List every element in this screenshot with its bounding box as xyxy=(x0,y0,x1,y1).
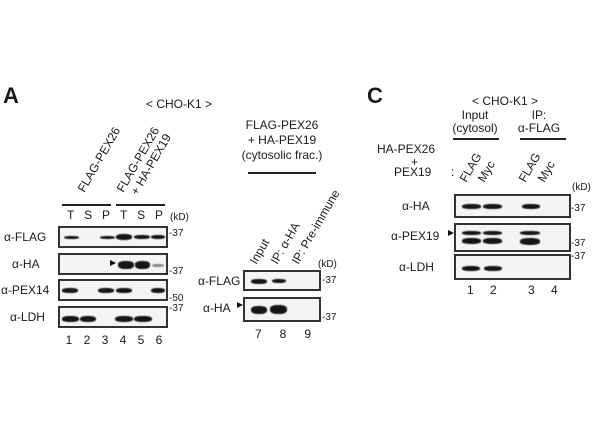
panel-b-row-label-ha: α-HA xyxy=(203,301,231,315)
panel-b-marker-ha: -37 xyxy=(322,312,337,323)
panel-b-title-bar xyxy=(248,172,316,174)
panel-a-letter: A xyxy=(3,83,19,108)
lower-band-arrow-icon xyxy=(236,308,243,316)
panel-c-marker-ldh: -37 xyxy=(571,251,586,262)
lane-number: 1 xyxy=(65,333,73,347)
panel-c-condition-line1: HA-PEX26 xyxy=(377,142,436,156)
panel-b-marker-flag: -37 xyxy=(322,275,337,286)
panel-a-row-label-pex14: α-PEX14 xyxy=(1,283,50,297)
panel-a-cell-line: < CHO-K1 > xyxy=(146,97,213,111)
panel-a-lane-numbers: 1 2 3 4 5 6 xyxy=(60,333,168,347)
panel-c-group1-line1: Input xyxy=(461,108,489,122)
panel-a-kd-label: (kD) xyxy=(170,212,189,223)
panel-a-marker-flag: -37 xyxy=(169,228,184,239)
blot-c-pex19 xyxy=(454,223,571,252)
upper-band-arrow-icon xyxy=(237,302,243,308)
blot-b-ha xyxy=(243,297,321,322)
lane-number: 5 xyxy=(137,333,145,347)
panel-c-row-label-ldh: α-LDH xyxy=(399,260,434,274)
panel-c-condition-line2: + xyxy=(411,155,419,169)
panel-a-row-label-ha: α-HA xyxy=(12,257,40,271)
blot-b-flag xyxy=(243,270,321,291)
lane-number: 3 xyxy=(528,283,535,297)
panel-a-group2-bar xyxy=(116,204,165,206)
panel-b-title-line2: + HA-PEX19 xyxy=(247,133,317,147)
lane-number: 1 xyxy=(467,283,474,297)
panel-b-col-input: Input xyxy=(246,236,273,267)
panel-c-condition-colon: : xyxy=(451,165,455,179)
fraction-label: P xyxy=(155,208,164,222)
panel-c-row-label-pex19: α-PEX19 xyxy=(391,229,440,243)
panel-c-cell-line: < CHO-K1 > xyxy=(471,94,539,108)
fraction-label: T xyxy=(119,208,128,222)
panel-a-marker-ldh: -37 xyxy=(169,303,184,314)
lane-number: 9 xyxy=(304,327,311,341)
blot-c-ldh xyxy=(454,254,571,280)
upper-band-arrow-icon xyxy=(448,230,454,236)
lane-number: 8 xyxy=(279,327,287,341)
panel-b-lane-numbers: 7 8 9 xyxy=(255,327,311,341)
panel-c-group2-line1: IP: xyxy=(531,108,547,122)
panel-c-kd-label: (kD) xyxy=(572,182,591,193)
blot-a-pex14 xyxy=(58,279,168,301)
fraction-label: S xyxy=(84,208,93,222)
blot-a-ldh xyxy=(58,306,168,328)
panel-a-marker-ha: -37 xyxy=(169,266,184,277)
lower-band-arrow-icon xyxy=(447,236,454,244)
blot-a-ha xyxy=(58,253,168,275)
lane-number: 2 xyxy=(83,333,91,347)
panel-a-row-label-ldh: α-LDH xyxy=(10,310,45,324)
lower-band-arrow-icon xyxy=(109,265,116,273)
panel-a-row-label-flag: α-FLAG xyxy=(4,230,47,244)
panel-c-marker-ha: -37 xyxy=(571,203,586,214)
panel-a-marker-pex14: -50 xyxy=(169,293,184,304)
panel-b-row-label-flag: α-FLAG xyxy=(198,274,241,288)
fraction-label: T xyxy=(66,208,75,222)
blot-a-flag xyxy=(58,226,168,248)
lane-number: 3 xyxy=(101,333,109,347)
upper-band-arrow-icon xyxy=(110,260,116,266)
lane-number: 7 xyxy=(255,327,262,341)
lane-number: 4 xyxy=(551,283,558,297)
panel-c-group2-bar xyxy=(520,138,566,140)
panel-b-title-line3: (cytosolic frac.) xyxy=(241,148,323,162)
panel-a-fraction-headers: T S P T S P xyxy=(62,208,168,222)
panel-a-group1-bar xyxy=(62,204,111,206)
blot-c-ha xyxy=(454,194,571,218)
panel-c-marker-pex19: -37 xyxy=(571,238,586,249)
panel-b-kd-label: (kD) xyxy=(318,259,337,270)
lane-number: 2 xyxy=(490,283,497,297)
panel-c-group2-line2: α-FLAG xyxy=(517,121,561,135)
fraction-label: P xyxy=(102,208,111,222)
panel-b-title-line1: FLAG-PEX26 xyxy=(245,118,319,132)
panel-c-lane-numbers: 1 2 3 4 xyxy=(465,283,565,297)
panel-c-row-label-ha: α-HA xyxy=(402,199,430,213)
lane-number: 4 xyxy=(119,333,127,347)
lane-number: 6 xyxy=(155,333,163,347)
panel-c-group1-bar xyxy=(453,138,499,140)
fraction-label: S xyxy=(137,208,146,222)
panel-c-group1-line2: (cytosol) xyxy=(452,121,498,135)
panel-c-condition-line3: PEX19 xyxy=(394,165,432,179)
panel-c-letter: C xyxy=(367,83,383,108)
